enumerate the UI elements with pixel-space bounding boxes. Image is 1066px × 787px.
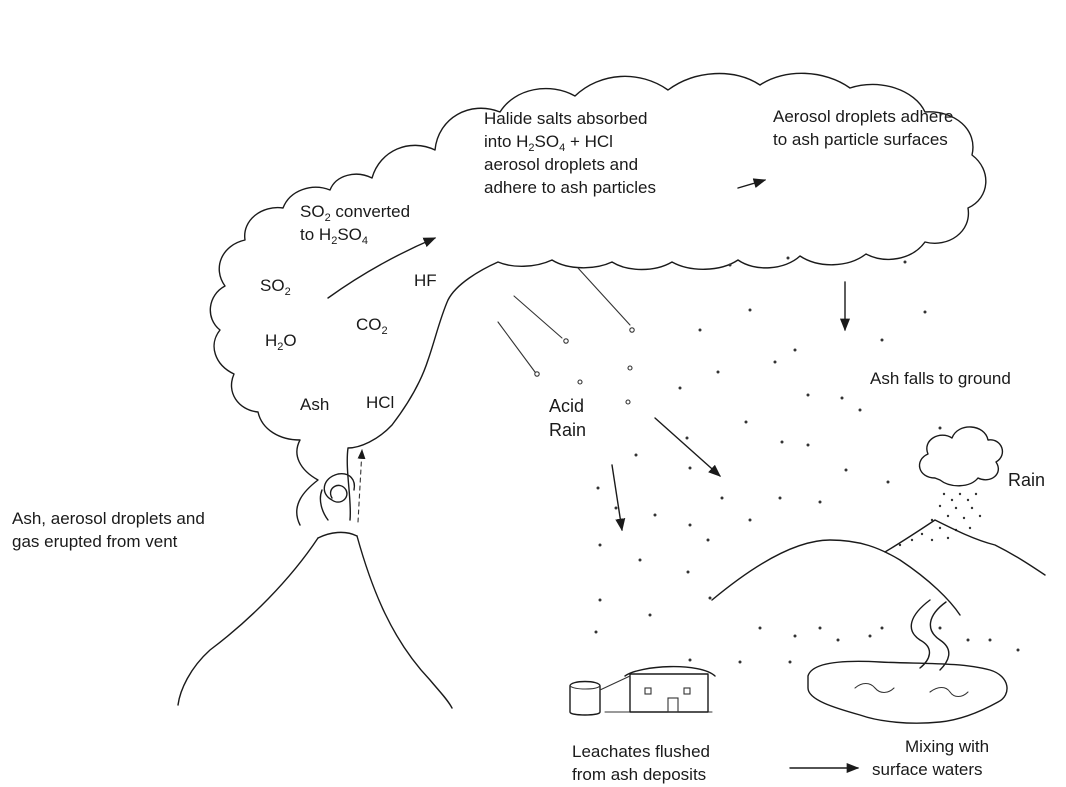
ash-particle-field [594,256,1020,664]
halide-text-line4: adhere to ash particles [484,178,656,197]
house-roof [624,665,716,677]
acid-rain-label-line1: Acid [549,396,584,416]
rain-label: Rain [1008,470,1045,490]
gutter-pipe [599,675,631,691]
leachates-text-line2: from ash deposits [572,765,706,784]
acid-rain-down-arrow [611,464,626,532]
acid-rain-label-line2: Rain [549,420,586,440]
rain-cloud-drops [898,492,982,547]
vent-crater [317,531,358,539]
acid-rain-streak-1 [497,321,536,373]
vent-spiral-line [319,489,329,521]
acid-rain-streak-3 [577,267,631,326]
h2o-label: H2O [265,331,297,353]
aerosol-arrow [737,178,767,189]
to-h2so4-text: to H2SO4 [300,225,368,247]
lake-ripple [929,686,969,698]
rain-droplet [625,399,631,405]
volcano-right-flank [356,535,453,709]
halide-text-line1: Halide salts absorbed [484,109,647,128]
acid-rain-streak-2 [513,295,563,339]
water-tank [569,680,601,716]
river [910,599,931,669]
vent-upward-arrow [357,449,366,523]
house-door [667,697,679,713]
halide-text-line2: into H2SO4 + HCl [484,132,613,154]
vent-text-line2: gas erupted from vent [12,532,178,551]
rain-droplet [627,365,633,371]
rain-droplet [534,371,540,377]
so2-converted-text: SO2 converted [300,202,410,224]
hf-label: HF [414,271,437,290]
house-window [644,687,652,695]
leachates-text-line1: Leachates flushed [572,742,710,761]
house-window [683,687,691,695]
vent-swirl [323,473,356,503]
lake [807,660,1008,724]
mountain-right [884,519,1046,576]
lake-ripple [854,682,895,694]
rain-droplet [563,338,569,344]
conversion-arrow [327,237,437,299]
mountain-left [711,539,961,616]
vent-text-line1: Ash, aerosol droplets and [12,509,205,528]
river-bank [929,601,950,671]
hcl-label: HCl [366,393,394,412]
aerosol-text-line1: Aerosol droplets adhere [773,107,954,126]
halide-text-line3: aerosol droplets and [484,155,638,174]
volcano-left-flank [177,537,319,706]
water-tank-top [569,685,601,690]
so2-label: SO2 [260,276,291,298]
mixing-text-line2: surface waters [872,760,983,779]
mixing-text-line1: Mixing with [905,737,989,756]
rain-cloud [918,426,1004,487]
ash-falls-label: Ash falls to ground [870,369,1011,388]
eruption-plume-outline [209,72,987,526]
house [629,673,709,713]
rain-droplet [577,379,583,385]
aerosol-text-line2: to ash particle surfaces [773,130,948,149]
co2-label: CO2 [356,315,388,337]
acid-rain-diag-arrow [654,417,721,477]
rain-droplet [629,327,635,333]
ash-label: Ash [300,395,329,414]
